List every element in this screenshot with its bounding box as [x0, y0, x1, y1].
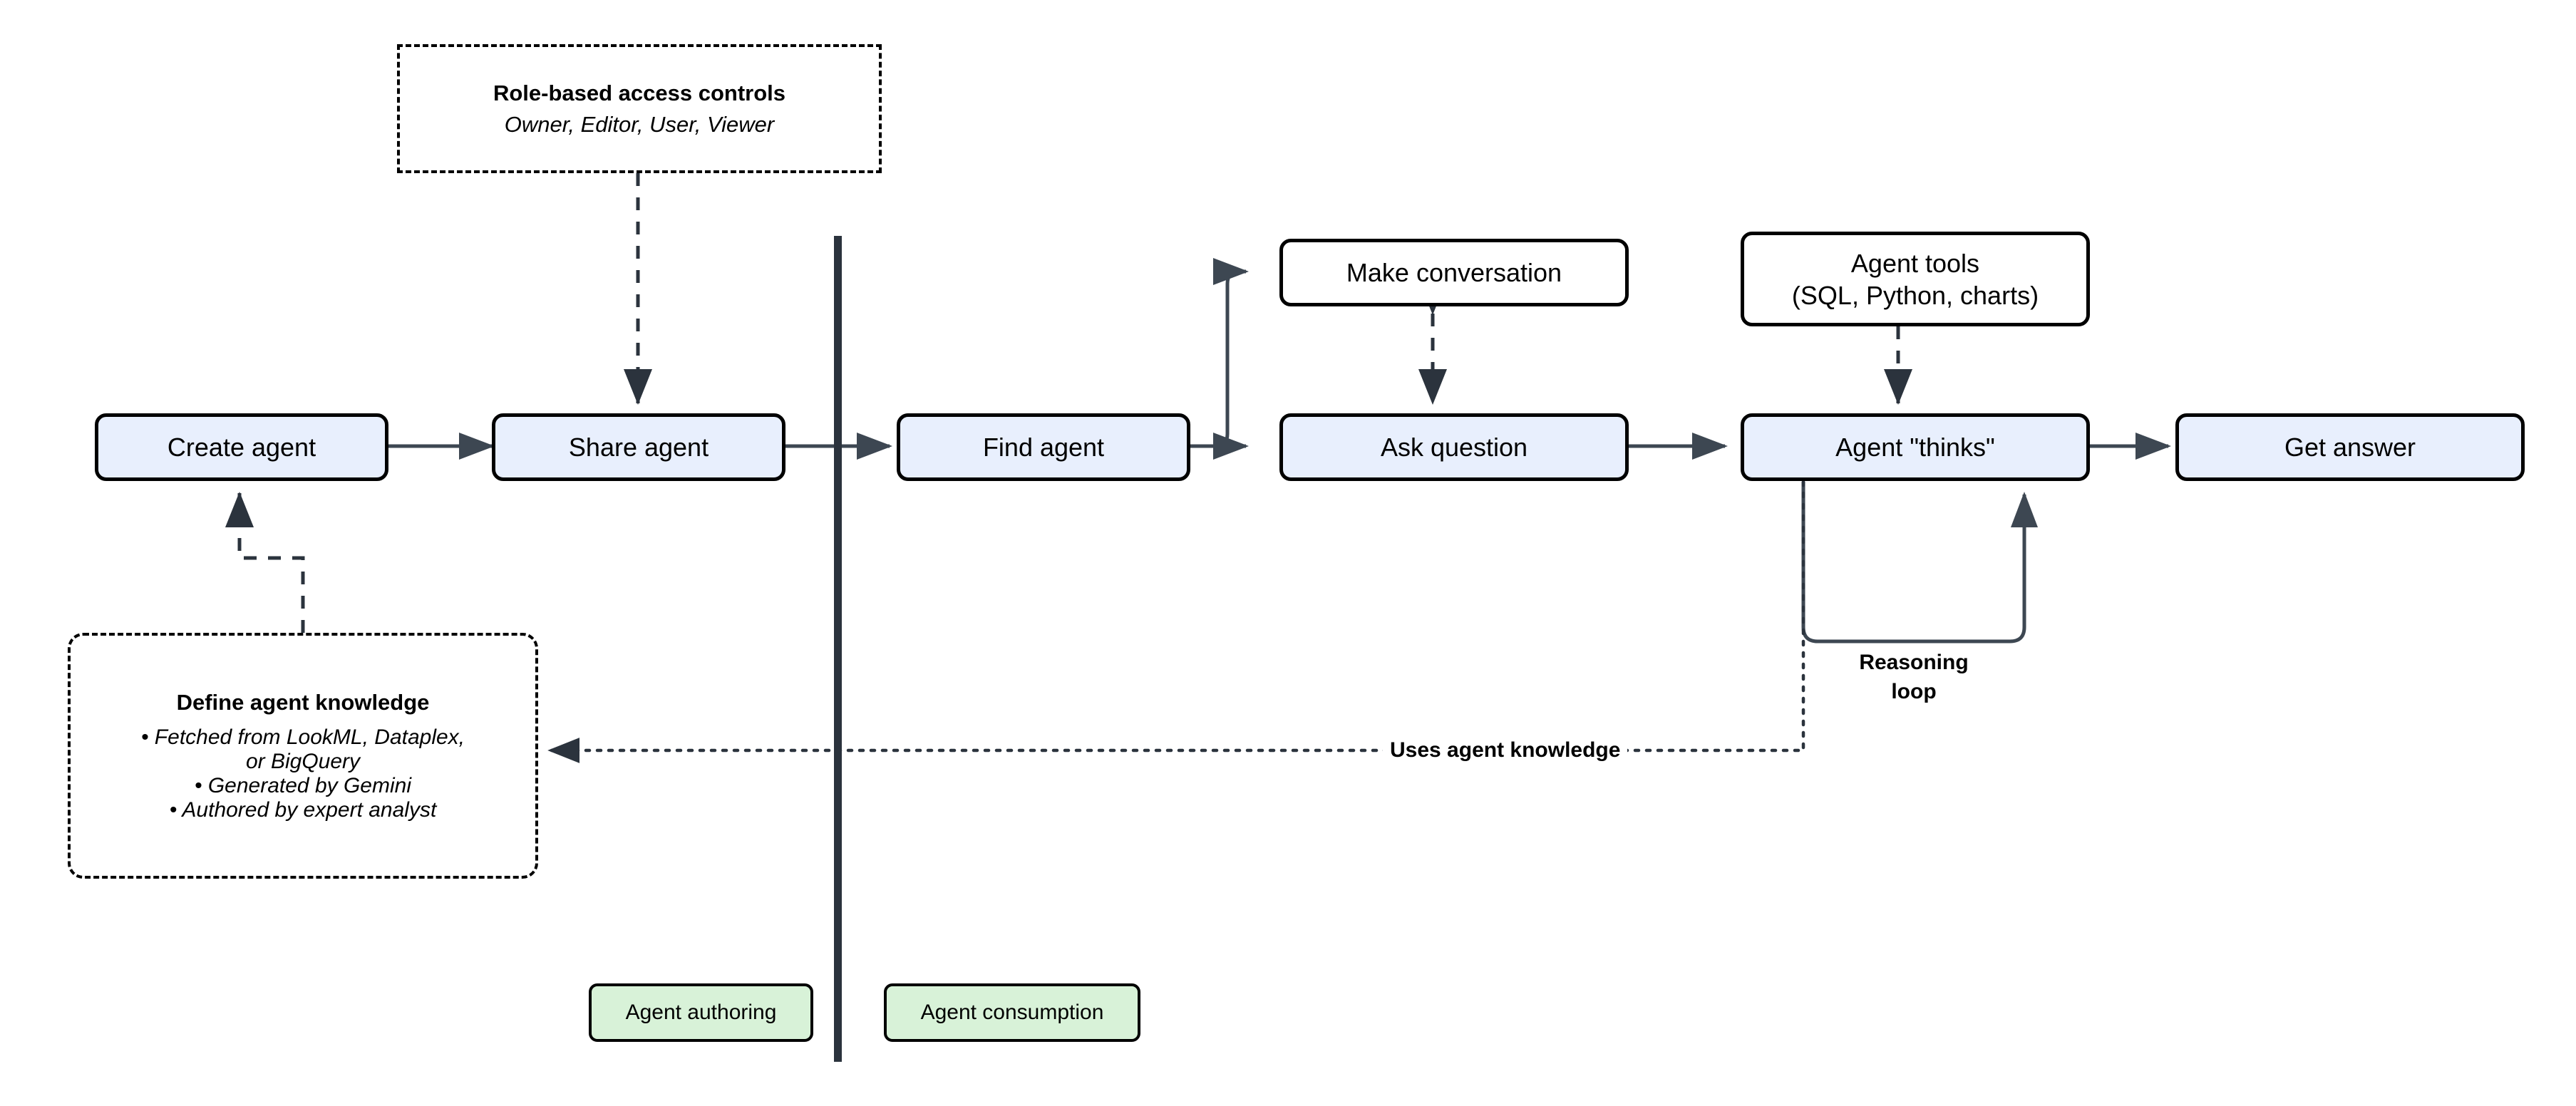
note-knowledge-bullet-3: • Authored by expert analyst: [169, 797, 437, 822]
phase-agent-authoring[interactable]: Agent authoring: [589, 983, 813, 1042]
note-define-agent-knowledge: Define agent knowledge • Fetched from Lo…: [68, 633, 538, 879]
node-share-agent-label: Share agent: [568, 433, 709, 462]
node-find-agent[interactable]: Find agent: [897, 413, 1190, 481]
node-agent-thinks-label: Agent "thinks": [1835, 433, 1995, 462]
note-knowledge-title: Define agent knowledge: [176, 689, 430, 715]
edge-label-uses-agent-knowledge: Uses agent knowledge: [1383, 735, 1628, 765]
note-rbac-subtitle: Owner, Editor, User, Viewer: [504, 111, 775, 137]
node-create-agent[interactable]: Create agent: [95, 413, 388, 481]
note-role-based-access-controls: Role-based access controls Owner, Editor…: [397, 44, 882, 173]
node-find-agent-label: Find agent: [982, 433, 1105, 462]
node-ask-question-label: Ask question: [1380, 433, 1528, 462]
note-rbac-title: Role-based access controls: [493, 80, 786, 105]
node-ask-question[interactable]: Ask question: [1279, 413, 1629, 481]
note-knowledge-bullet-2: • Generated by Gemini: [195, 773, 411, 797]
phase-agent-consumption-label: Agent consumption: [920, 1001, 1104, 1025]
node-get-answer-label: Get answer: [2284, 433, 2416, 462]
node-get-answer[interactable]: Get answer: [2175, 413, 2525, 481]
phase-agent-authoring-label: Agent authoring: [625, 1001, 777, 1025]
note-knowledge-bullet-1: or BigQuery: [245, 749, 361, 773]
node-share-agent[interactable]: Share agent: [492, 413, 785, 481]
node-make-conversation-label: Make conversation: [1346, 258, 1562, 287]
note-knowledge-bullets: • Fetched from LookML, Dataplex, or BigQ…: [141, 725, 465, 822]
node-agent-tools[interactable]: Agent tools (SQL, Python, charts): [1741, 232, 2090, 326]
node-agent-thinks[interactable]: Agent "thinks": [1741, 413, 2090, 481]
edge-label-reasoning-loop: Reasoning loop: [1859, 651, 1969, 703]
node-create-agent-label: Create agent: [167, 433, 316, 462]
note-knowledge-bullet-0: • Fetched from LookML, Dataplex,: [140, 725, 465, 749]
node-agent-tools-label: Agent tools (SQL, Python, charts): [1791, 248, 2039, 310]
phase-agent-consumption[interactable]: Agent consumption: [884, 983, 1140, 1042]
phase-divider: [834, 236, 842, 1062]
node-make-conversation[interactable]: Make conversation: [1279, 239, 1629, 306]
